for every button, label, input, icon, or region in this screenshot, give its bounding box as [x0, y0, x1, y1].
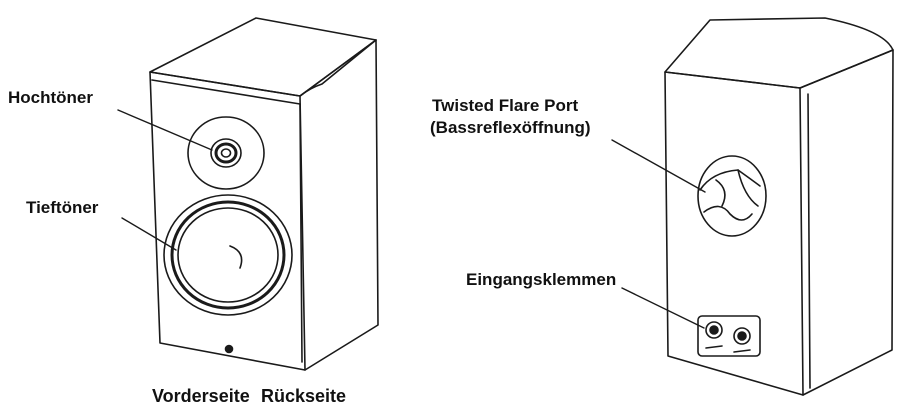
front-speaker-cabinet	[149, 17, 379, 371]
caption-rear: Rückseite	[261, 386, 347, 406]
rear-bass-port	[697, 155, 767, 237]
label-port-line2: (Bassreflexöffnung)	[430, 118, 591, 137]
front-logo-dot	[224, 344, 234, 354]
label-port-line1: Twisted Flare Port	[432, 96, 579, 115]
leader-terminals	[621, 287, 705, 329]
label-terminals: Eingangsklemmen	[466, 270, 617, 289]
label-woofer: Tieftöner	[26, 198, 99, 217]
leader-port	[611, 139, 706, 193]
rear-input-terminals	[697, 315, 761, 357]
leader-lines	[117, 109, 706, 329]
leader-tweeter	[117, 109, 213, 151]
leader-woofer	[121, 217, 177, 251]
rear-speaker-cabinet	[664, 17, 894, 396]
label-tweeter: Hochtöner	[8, 88, 93, 107]
front-woofer	[163, 194, 293, 316]
front-tweeter	[187, 116, 265, 190]
caption-front: Vorderseite	[152, 386, 250, 406]
